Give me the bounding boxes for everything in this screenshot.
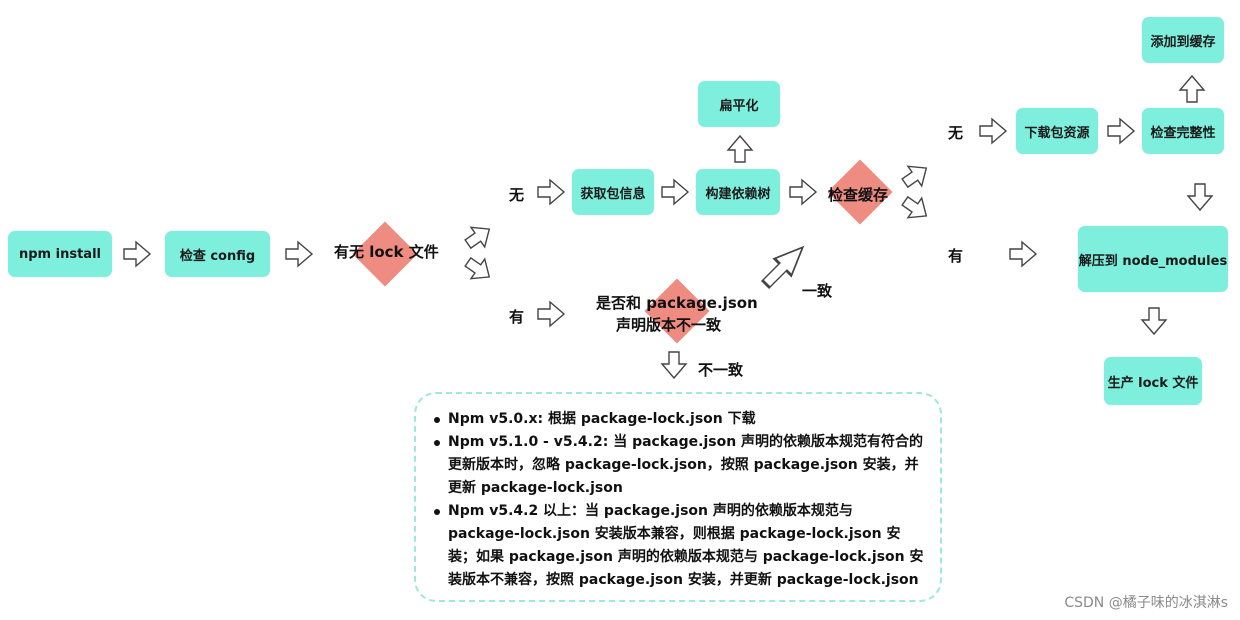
decision-compare-line1: 是否和 package.json xyxy=(596,294,758,312)
arrow-unzip-to-lock xyxy=(1141,307,1167,335)
label-consistent: 一致 xyxy=(802,282,833,300)
label-no-lock: 无 xyxy=(509,186,525,204)
node-download-package: 下载包资源 xyxy=(1016,108,1098,154)
arrow-inconsistent-down xyxy=(661,351,687,379)
arrow-cache-down xyxy=(897,190,934,227)
arrow-config-to-lock xyxy=(285,241,313,267)
arrow-integrity-to-unzip xyxy=(1187,183,1213,211)
version-note-item: Npm v5.1.0 - v5.4.2: 当 package.json 声明的依… xyxy=(434,431,926,500)
arrow-tree-to-cache xyxy=(789,179,817,205)
version-notes-box: Npm v5.0.x: 根据 package-lock.json 下载 Npm … xyxy=(414,392,942,602)
arrow-download-to-integrity xyxy=(1107,118,1135,144)
arrow-info-to-tree xyxy=(661,179,689,205)
arrow-nolock-to-info xyxy=(537,179,565,205)
version-note-item: Npm v5.4.2 以上：当 package.json 声明的依赖版本规范与 … xyxy=(434,500,926,592)
arrow-integrity-to-cache xyxy=(1179,75,1205,103)
arrow-cache-up xyxy=(897,157,934,194)
node-add-to-cache: 添加到缓存 xyxy=(1142,17,1224,63)
arrow-install-to-config xyxy=(123,241,151,267)
arrow-lock-up xyxy=(460,218,497,255)
label-has-lock: 有 xyxy=(509,308,525,326)
node-npm-install: npm install xyxy=(8,231,112,277)
node-build-dependency-tree: 构建依赖树 xyxy=(696,169,780,215)
node-check-config: 检查 config xyxy=(165,231,270,277)
arrow-tree-to-flatten xyxy=(727,135,753,163)
node-flatten: 扁平化 xyxy=(698,81,780,127)
node-check-integrity: 检查完整性 xyxy=(1142,108,1224,154)
label-inconsistent: 不一致 xyxy=(698,361,744,379)
watermark: CSDN @橘子味的冰淇淋s xyxy=(1064,595,1228,611)
node-unzip-node-modules: 解压到 node_modules xyxy=(1078,226,1228,292)
arrow-hascache-to-unzip xyxy=(1009,241,1037,267)
node-get-package-info: 获取包信息 xyxy=(572,169,654,215)
version-note-item: Npm v5.0.x: 根据 package-lock.json 下载 xyxy=(434,408,926,431)
arrow-lock-down xyxy=(460,251,497,288)
label-cache-hit: 有 xyxy=(948,247,964,265)
node-generate-lock-file: 生产 lock 文件 xyxy=(1104,357,1202,405)
decision-check-cache-label: 检查缓存 xyxy=(828,186,889,204)
decision-has-lock-label: 有无 lock 文件 xyxy=(334,243,439,261)
label-cache-miss: 无 xyxy=(948,124,964,142)
arrow-nocache-to-download xyxy=(979,118,1007,144)
decision-compare-line2: 声明版本不一致 xyxy=(616,316,722,334)
arrow-haslock-to-compare xyxy=(537,301,565,327)
